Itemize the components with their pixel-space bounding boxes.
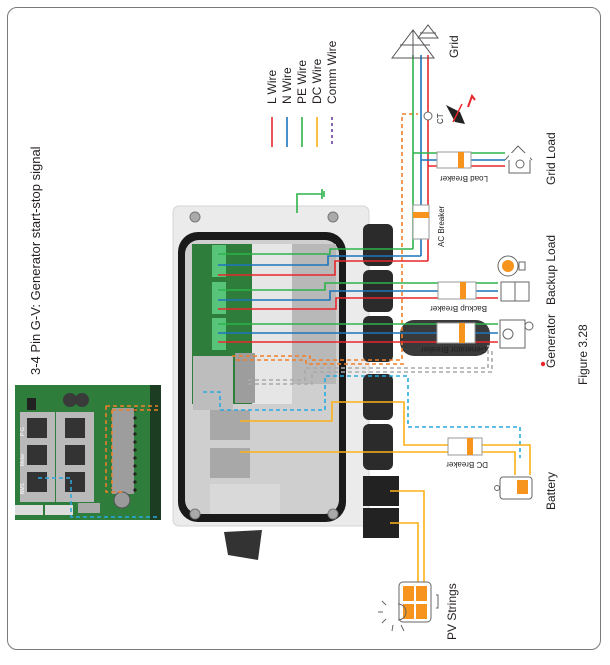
grid-load-label: Grid Load: [544, 132, 558, 185]
backup-load-label: Backup Load: [544, 235, 558, 305]
figure-frame: [7, 7, 601, 650]
legend: L Wire N Wire PE Wire DC Wire Comm Wire: [265, 40, 339, 147]
ct-label: CT: [436, 113, 445, 124]
inset-port-pg: P-G: [20, 427, 26, 436]
comm-wire-blue: [203, 375, 521, 458]
figure-caption: Figure 3.28: [576, 324, 590, 385]
ct-icon: [423, 93, 476, 124]
battery-icon: [494, 476, 533, 500]
generator-breaker: [436, 322, 476, 344]
sun-icon: [378, 600, 407, 632]
grid-tower-icon: [391, 24, 440, 59]
comm-wire-gray: [248, 345, 489, 381]
inverter-enclosure: [172, 205, 399, 560]
inset-pcb: P-G Meter BMS: [15, 385, 161, 520]
legend-label-comm: Comm Wire: [325, 40, 339, 104]
ac-breaker: [412, 204, 430, 240]
generator-marker-dot: [540, 361, 546, 367]
grid-load-house-icon: [504, 145, 533, 174]
backup-load-outlet-icon: [500, 281, 530, 302]
dc-breaker: [447, 437, 483, 456]
legend-label-pe: PE Wire: [295, 60, 309, 104]
generator-label: Generator: [544, 314, 558, 368]
backup-breaker-label: Backup Breaker: [430, 304, 487, 313]
generator-icon: [499, 319, 534, 349]
ac-breaker-label: AC Breaker: [437, 205, 446, 247]
battery-label: Battery: [544, 472, 558, 510]
grid-label: Grid: [447, 35, 461, 58]
legend-label-l: L Wire: [265, 69, 279, 104]
dc-breaker-label: DC Breaker: [446, 460, 488, 469]
legend-label-n: N Wire: [280, 67, 294, 104]
generator-breaker-label: Generator Breaker: [420, 345, 487, 354]
backup-breaker: [437, 281, 477, 300]
comm-wire-orange-2: [236, 359, 406, 365]
pv-panel-icon: [398, 581, 439, 623]
load-breaker: [436, 151, 472, 169]
load-breaker-label: Load Breaker: [440, 174, 488, 183]
comm-wire-orange: [232, 113, 418, 361]
inset-title: 3-4 Pin G-V: Generator start-stop signal: [28, 146, 43, 375]
inset-port-meter: Meter: [20, 453, 26, 466]
inset-port-bms: BMS: [20, 483, 26, 495]
pv-strings-label: PV Strings: [445, 583, 459, 640]
legend-label-dc: DC Wire: [310, 58, 324, 104]
backup-load-bulb-icon: [497, 255, 526, 277]
ground-icon: [296, 189, 325, 213]
comm-wire-gray-2: [248, 350, 493, 385]
